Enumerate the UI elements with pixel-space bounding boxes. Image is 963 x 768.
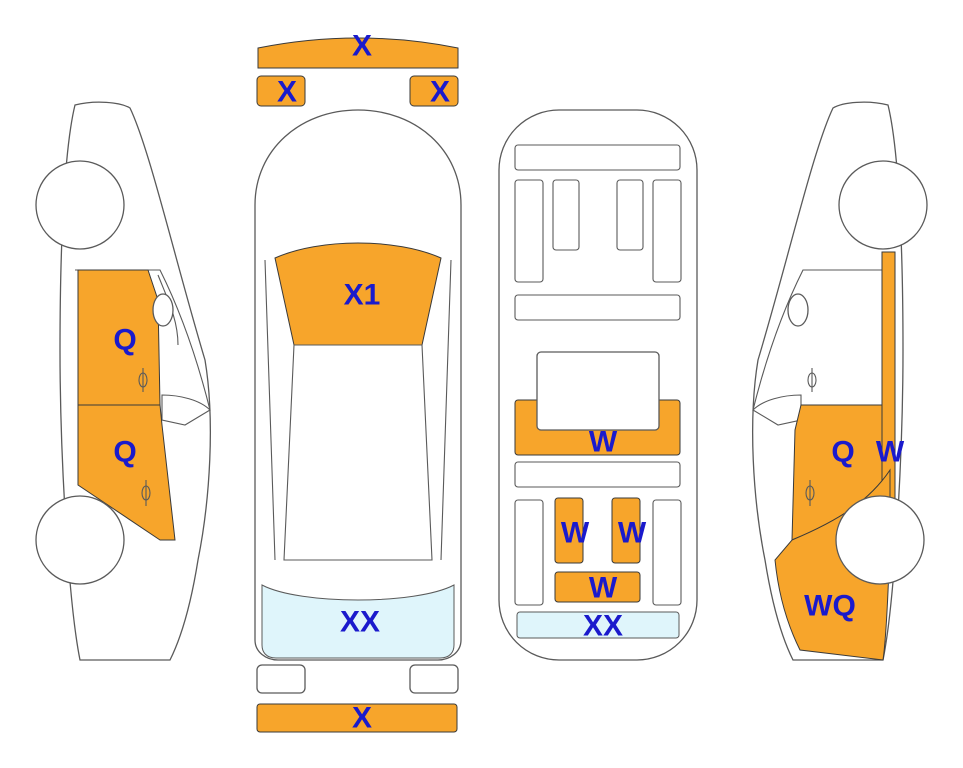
front-bumper-label: X <box>352 30 372 63</box>
floor-trunk-label: W <box>589 572 618 605</box>
front-left-light[interactable] <box>256 75 306 107</box>
floor-rear-glass-label: XX <box>583 610 623 643</box>
floor-rear-glass-panel[interactable] <box>516 611 680 639</box>
floor-console <box>536 351 660 431</box>
rear-window-label: XX <box>340 606 380 639</box>
left-front-wheel <box>35 160 125 250</box>
rear-bumper-label: X <box>352 702 372 735</box>
right-rear-wheel <box>835 495 925 585</box>
floor-center-label: W <box>589 426 618 459</box>
floor-right-rear-panel[interactable] <box>611 497 641 564</box>
floor-trunk-panel[interactable] <box>554 571 641 603</box>
front-right-light-label: X <box>430 76 450 109</box>
right-door-handle-1 <box>807 368 817 392</box>
left-front-door-label: Q <box>113 324 136 357</box>
left-rear-door-panel[interactable] <box>77 404 176 541</box>
windshield-panel[interactable] <box>274 242 442 346</box>
rear-left-light <box>256 664 306 694</box>
left-rear-door-label: Q <box>113 436 136 469</box>
right-mirror <box>787 293 809 327</box>
rear-bumper-panel[interactable] <box>256 703 458 733</box>
car-top-body <box>254 109 462 661</box>
left-front-door-panel[interactable] <box>77 269 161 406</box>
floor-view: W W W W XX <box>498 109 698 661</box>
left-door-handle-1 <box>138 368 148 392</box>
right-pillar-label: W <box>876 436 905 469</box>
right-front-wheel <box>838 160 928 250</box>
front-left-light-label: X <box>277 76 297 109</box>
rear-right-light <box>409 664 459 694</box>
right-door-label: Q <box>831 436 854 469</box>
front-right-light[interactable] <box>409 75 459 107</box>
right-door-handle-2 <box>805 480 815 506</box>
windshield-label: X1 <box>344 279 381 312</box>
top-view: X X X X1 XX X <box>254 30 462 735</box>
left-door-handle-2 <box>141 480 151 506</box>
left-mirror <box>152 293 174 327</box>
right-quarter-label: WQ <box>804 590 856 623</box>
left-rear-wheel <box>35 495 125 585</box>
floor-left-rear-label: W <box>561 517 590 550</box>
left-side-view: Q Q <box>35 101 211 661</box>
floor-right-rear-label: W <box>618 517 647 550</box>
right-side-view: Q W WQ <box>752 101 928 661</box>
front-bumper-panel[interactable] <box>257 37 459 69</box>
rear-window-panel[interactable] <box>261 584 455 659</box>
floor-left-rear-panel[interactable] <box>554 497 584 564</box>
